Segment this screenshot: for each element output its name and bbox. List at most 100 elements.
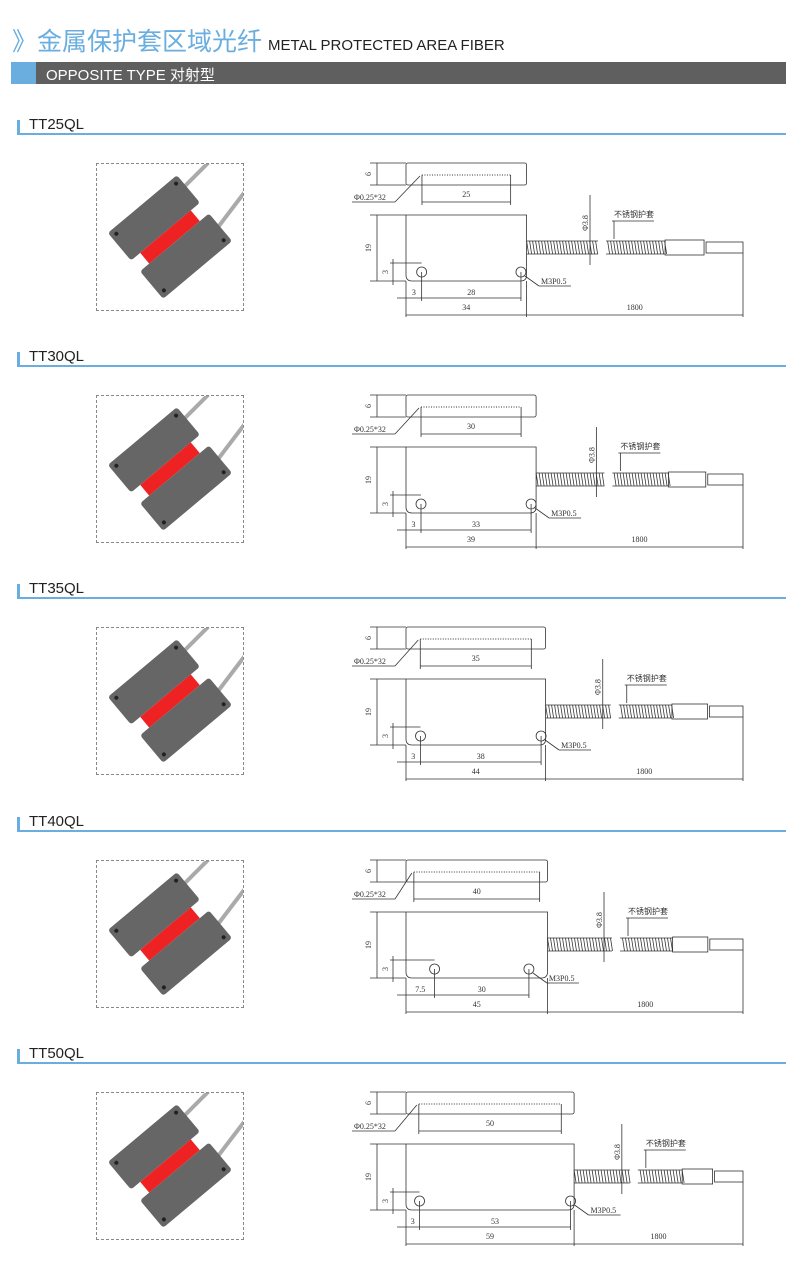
inner-width-label: 30: [467, 422, 475, 431]
sheath-diameter-label: Φ3.8: [613, 1144, 622, 1160]
sensor-illustration: [109, 1089, 249, 1227]
body-width-label: 34: [462, 303, 470, 312]
product-name: TT50QL: [29, 1045, 85, 1062]
hole-offset-v-label: 3: [381, 1199, 390, 1203]
header-marker: [17, 120, 20, 134]
fiber-spec-label: Φ0.25*32: [354, 657, 386, 666]
height-label: 19: [364, 244, 373, 252]
body-width-label: 59: [486, 1232, 494, 1241]
body-outline: [405, 678, 546, 746]
fiber-length-label: 1800: [627, 303, 643, 312]
header-marker: [17, 817, 20, 831]
top-view-outline: [405, 394, 537, 418]
height-top-label: 6: [364, 869, 373, 873]
hole-offset-label: 3: [411, 1217, 415, 1226]
fiber-tube: [664, 239, 705, 256]
threaded-sheath: [545, 704, 674, 719]
leader-line: [394, 1104, 418, 1132]
height-label: 19: [364, 1173, 373, 1181]
leader-line: [394, 407, 420, 435]
hole-offset-label: 3: [411, 752, 415, 761]
fiber-tip: [709, 705, 744, 718]
height-top-label: 6: [364, 172, 373, 176]
fiber-tube: [668, 471, 707, 488]
sheath-label: 不锈钢护套: [646, 1138, 686, 1148]
sheath-label: 不锈钢护套: [620, 441, 660, 451]
body-outline: [405, 911, 548, 979]
header-marker: [17, 584, 20, 598]
product-name: TT40QL: [29, 813, 85, 830]
hole-offset-v-label: 3: [381, 734, 390, 738]
top-view-outline: [405, 626, 547, 650]
threaded-sheath: [526, 240, 667, 255]
header-marker: [17, 1049, 20, 1063]
fiber-spec-label: Φ0.25*32: [354, 193, 386, 202]
fiber-tip: [705, 241, 744, 254]
body-outline: [405, 1143, 575, 1211]
sensor-illustration: [109, 160, 249, 298]
title-cn: 》金属保护套区域光纤: [12, 28, 263, 56]
body-width-label: 45: [473, 1000, 481, 1009]
header-marker: [17, 352, 20, 366]
title-en: METAL PROTECTED AREA FIBER: [268, 37, 505, 54]
hole-spacing-label: 53: [491, 1217, 499, 1226]
leader-line: [394, 872, 413, 900]
inner-width-label: 35: [472, 654, 480, 663]
thread-label: M3P0.5: [591, 1206, 617, 1215]
hole-offset-v-label: 3: [381, 967, 390, 971]
hole-offset-v-label: 3: [381, 502, 390, 506]
leader-line: [532, 972, 548, 984]
thread-label: M3P0.5: [541, 277, 567, 286]
fiber-length-label: 1800: [632, 535, 648, 544]
sheath-label: 不锈钢护套: [627, 673, 667, 683]
sheath-diameter-label: Φ3.8: [595, 912, 604, 928]
leader-line: [574, 1204, 589, 1216]
hole-offset-label: 3: [412, 288, 416, 297]
product-image: [96, 392, 249, 543]
product-image: [96, 624, 249, 775]
section-bar-accent: [11, 62, 36, 84]
top-view-outline: [405, 162, 527, 186]
hole-offset-label: 3: [412, 520, 416, 529]
height-top-label: 6: [364, 636, 373, 640]
inner-width-label: 50: [486, 1119, 494, 1128]
hole-spacing-label: 30: [478, 985, 486, 994]
leader-line: [534, 507, 550, 519]
body-width-label: 39: [467, 535, 475, 544]
sheath-label: 不锈钢护套: [614, 209, 654, 219]
product-header: TT50QL: [17, 1045, 786, 1064]
inner-width-label: 40: [473, 887, 481, 896]
fiber-spec-label: Φ0.25*32: [354, 890, 386, 899]
body-width-label: 44: [472, 767, 480, 776]
fiber-tip: [709, 938, 744, 951]
product-name: TT35QL: [29, 580, 85, 597]
height-label: 19: [364, 941, 373, 949]
leader-line: [524, 275, 540, 287]
threaded-sheath: [547, 937, 673, 952]
hole-spacing-label: 28: [467, 288, 475, 297]
product-header: TT40QL: [17, 813, 786, 832]
body-outline: [405, 446, 537, 514]
product-image: [96, 1089, 249, 1240]
thread-label: M3P0.5: [561, 741, 587, 750]
fiber-tube: [671, 703, 708, 720]
height-label: 19: [364, 476, 373, 484]
fiber-spec-label: Φ0.25*32: [354, 1122, 386, 1131]
height-label: 19: [364, 708, 373, 716]
inner-width-label: 25: [462, 190, 470, 199]
sensor-illustration: [109, 392, 249, 530]
thread-label: M3P0.5: [551, 509, 577, 518]
hole-spacing-label: 38: [477, 752, 485, 761]
leader-line: [394, 639, 419, 667]
fiber-length-label: 1800: [637, 1000, 653, 1009]
